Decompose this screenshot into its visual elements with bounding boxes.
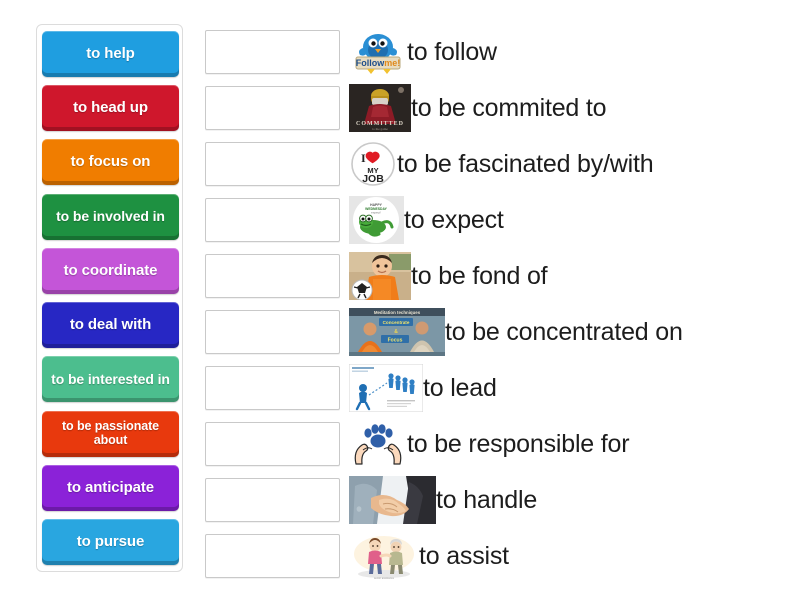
answer-row: to lead [205,360,795,416]
draggable-tile-2[interactable]: to focus on [42,139,179,186]
tile-label: to be involved in [56,208,165,225]
answer-row: to follow [205,24,795,80]
draggable-tile-7[interactable]: to be passionate about [42,410,179,457]
hands-holding-paw-print-icon [349,420,407,468]
answer-row: to assist [205,528,795,584]
answer-row: to be concentrated on [205,304,795,360]
thumbnail-wrapper [349,308,445,356]
monks-meditation-concentration-photo [349,308,445,356]
answer-label: to lead [423,373,497,402]
drop-zone-3[interactable] [205,198,340,242]
kermit-frog-expecting-photo [349,196,404,244]
thumbnail-wrapper [349,420,407,468]
thumbnail-wrapper [349,476,436,524]
draggable-tile-0[interactable]: to help [42,31,179,77]
answer-label: to assist [419,541,509,570]
drop-zone-7[interactable] [205,422,340,466]
thumbnail-wrapper [349,364,423,412]
tile-label: to be passionate about [61,419,160,447]
tile-label: to head up [73,99,148,117]
draggable-tile-3[interactable]: to be involved in [42,193,179,240]
tile-label: to anticipate [66,478,155,496]
football-player-committed-photo [349,84,411,132]
answer-row: to be responsible for [205,416,795,472]
leader-with-followers-diagram [349,364,423,412]
thumbnail-wrapper [349,196,404,244]
draggable-tile-9[interactable]: to pursue [42,518,179,565]
drop-zone-1[interactable] [205,86,340,130]
drop-zone-2[interactable] [205,142,340,186]
thumbnail-wrapper [349,252,411,300]
answer-label: to be responsible for [407,429,630,458]
draggable-tile-8[interactable]: to anticipate [42,464,179,511]
tile-label: to pursue [76,532,145,550]
drop-zone-5[interactable] [205,310,340,354]
answer-row: to be fond of [205,248,795,304]
draggable-tile-1[interactable]: to head up [42,85,179,132]
tile-label: to coordinate [63,261,158,279]
drop-zone-9[interactable] [205,534,340,578]
thumbnail-wrapper [349,28,407,76]
draggable-tile-tray: to help to head up to focus on to be involv… [36,24,183,572]
answer-row: to expect [205,192,795,248]
answer-row: to be commited to [205,80,795,136]
tile-label: to deal with [69,316,152,333]
answer-label: to be fond of [411,261,548,290]
answer-label: to be concentrated on [445,317,683,346]
thumbnail-wrapper [349,532,419,580]
thumbnail-wrapper [349,84,411,132]
thumbnail-wrapper [349,140,397,188]
business-handshake-photo [349,476,436,524]
drop-zone-0[interactable] [205,30,340,74]
draggable-tile-5[interactable]: to deal with [42,302,179,349]
tile-label: to be interested in [51,370,170,387]
drop-zone-8[interactable] [205,478,340,522]
tile-label: to focus on [70,153,151,171]
answer-row: to handle [205,472,795,528]
answer-label: to be commited to [411,93,607,122]
answer-rows: to follow to be commited to to be fascinat… [205,24,795,572]
helping-elderly-person-illustration [349,532,419,580]
answer-label: to be fascinated by/with [397,149,654,178]
drop-zone-4[interactable] [205,254,340,298]
answer-label: to handle [436,485,538,514]
boy-with-football-photo [349,252,411,300]
drop-zone-6[interactable] [205,366,340,410]
tile-label: to help [86,44,135,62]
i-love-my-job-badge-icon [349,140,397,188]
draggable-tile-4[interactable]: to coordinate [42,247,179,294]
draggable-tile-6[interactable]: to be interested in [42,356,179,403]
answer-row: to be fascinated by/with [205,136,795,192]
answer-label: to expect [404,205,504,234]
answer-label: to follow [407,37,497,66]
blue-bird-follow-me-icon [349,28,407,76]
